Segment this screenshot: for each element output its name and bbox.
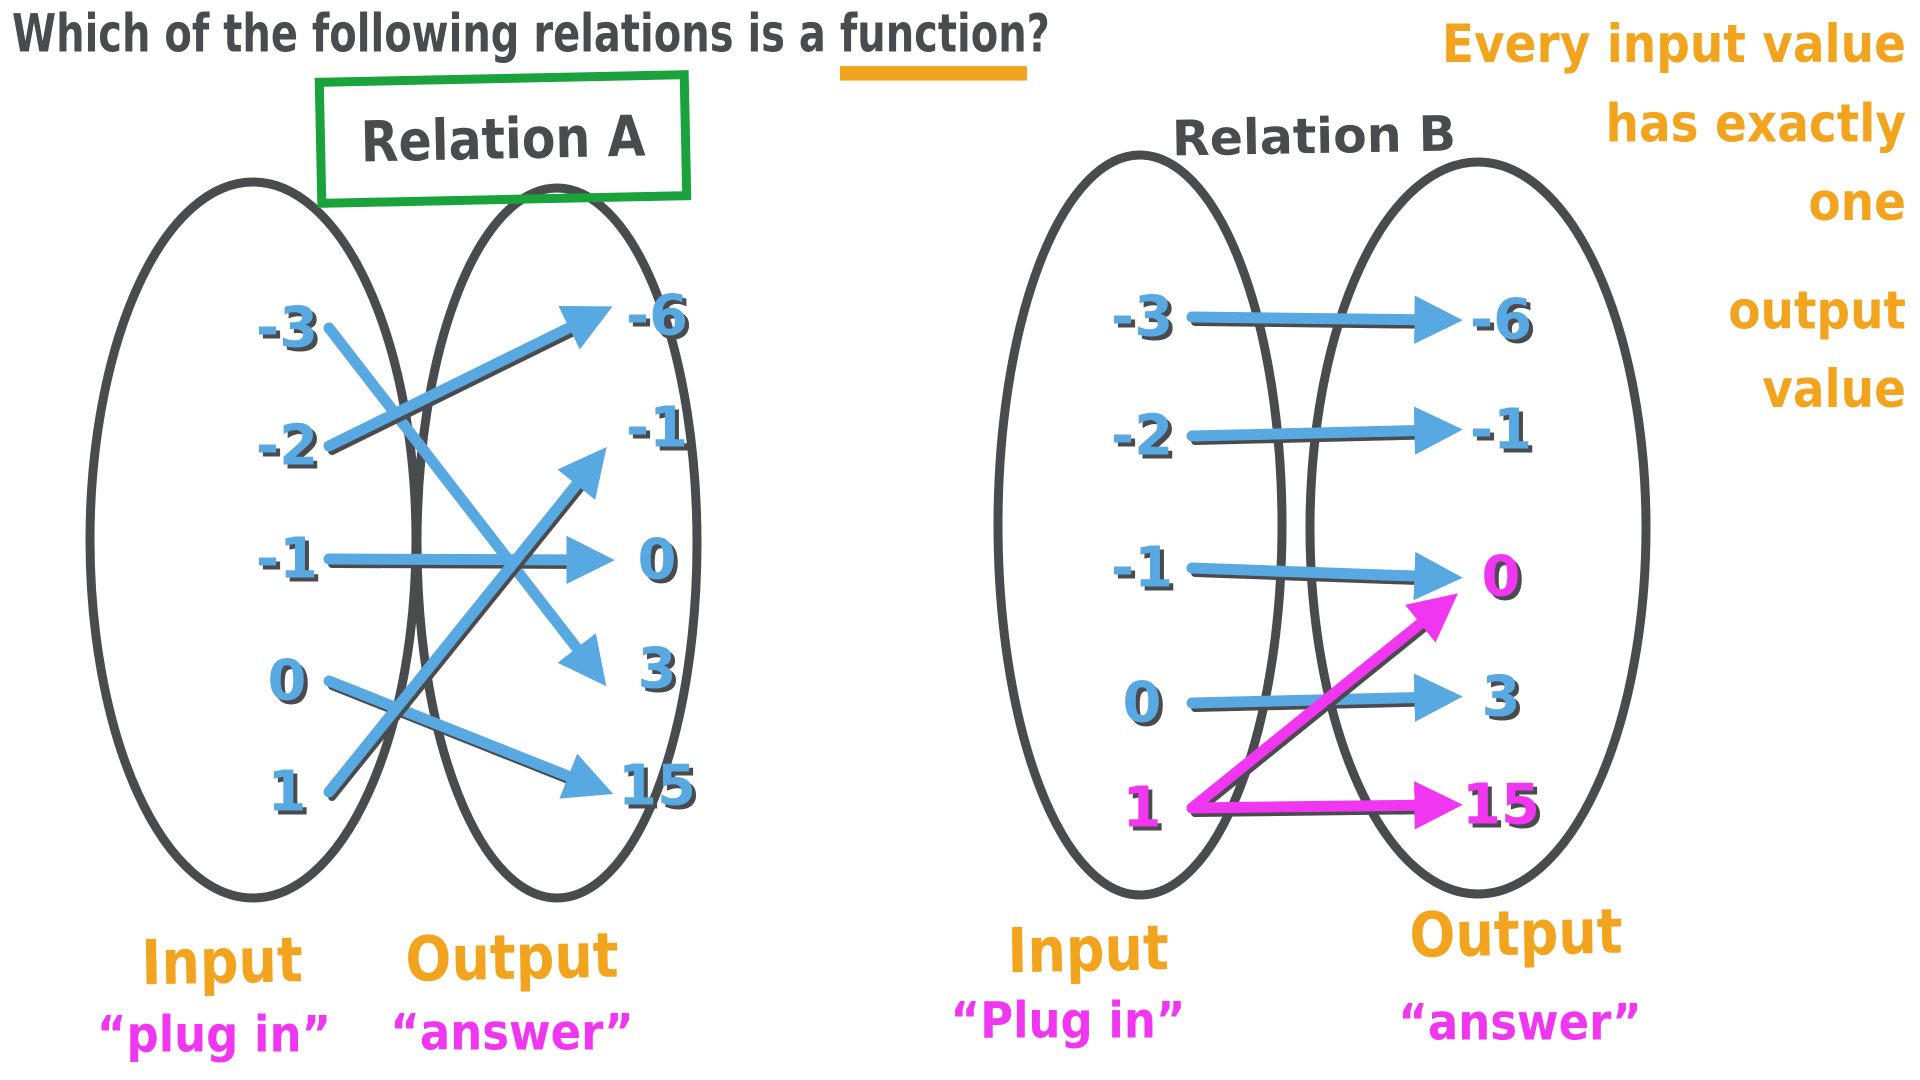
input-value-shadow: 1: [272, 764, 311, 829]
input-value-shadow: -3: [1115, 289, 1177, 354]
relation-b-input-note: “Plug in”: [950, 991, 1186, 1050]
mapping-arrow--2-to--1: [1186, 406, 1463, 455]
output-value: -6: [626, 284, 688, 349]
mapping-arrow--1-to-0: [323, 535, 615, 585]
relation-b-output-label: Output: [1408, 895, 1624, 972]
mapping-arrow-shadow: [1191, 608, 1448, 817]
input-value: -1: [1111, 536, 1173, 601]
input-value-shadow: -1: [1115, 540, 1177, 605]
output-value: 3: [1482, 665, 1521, 730]
mapping-arrow-1-to-15: [1186, 781, 1463, 830]
relation-b-output-note: “answer”: [1398, 993, 1642, 1052]
title-prefix: Which of the following relations is a: [12, 4, 840, 65]
input-value-shadow: 0: [272, 653, 311, 718]
input-value: -3: [256, 296, 318, 361]
input-value: -3: [1111, 285, 1173, 350]
relation-b-label: Relation B: [1171, 105, 1457, 168]
output-value-shadow: 3: [1486, 669, 1525, 734]
input-value-shadow: 1: [1127, 780, 1166, 845]
mapping-arrow-0-to-15: [323, 675, 614, 799]
note-line: output: [1728, 279, 1906, 342]
output-value: 0: [1482, 545, 1521, 610]
input-set-oval: [993, 150, 1287, 900]
output-set-oval: [1305, 157, 1651, 899]
input-value-shadow: 0: [1127, 675, 1166, 740]
mapping-arrow--3-to-3: [323, 322, 607, 687]
title-underlined-word: function: [839, 4, 1027, 81]
output-value: 3: [638, 637, 677, 702]
output-value: -1: [626, 396, 688, 461]
relation-a-input-label: Input: [140, 923, 304, 1000]
output-value: 15: [1462, 773, 1540, 838]
page-title: Which of the following relations is a fu…: [12, 4, 1050, 81]
relation-a-label: Relation A: [360, 103, 646, 175]
output-value-shadow: -1: [1474, 402, 1536, 467]
input-value: 0: [268, 649, 307, 714]
input-value: 0: [1123, 671, 1162, 736]
output-value: 0: [638, 528, 677, 593]
input-set-oval: [85, 177, 421, 903]
function-definition-note: Every input value has exactly one output…: [1442, 6, 1906, 430]
mapping-arrow-0-to-3: [1186, 673, 1463, 722]
mapping-arrow--2-to--6: [323, 306, 613, 452]
input-value: -2: [256, 414, 318, 479]
output-value: -6: [1470, 288, 1532, 353]
input-value: 1: [268, 760, 307, 825]
note-line: value: [1762, 358, 1906, 421]
relation-a-output-note: “answer”: [390, 1003, 634, 1062]
output-value-shadow: -1: [630, 400, 692, 465]
input-value-shadow: -3: [260, 300, 322, 365]
output-value-shadow: 15: [1466, 777, 1544, 842]
relation-b-input-label: Input: [1006, 911, 1170, 988]
input-value-shadow: -1: [260, 531, 322, 596]
output-value-shadow: -6: [630, 288, 692, 353]
note-line: has exactly: [1605, 92, 1907, 155]
relation-a-output-label: Output: [404, 919, 620, 996]
title-suffix: ?: [1026, 4, 1050, 65]
note-line: Every input value: [1441, 13, 1906, 76]
input-value: 1: [1123, 776, 1162, 841]
mapping-arrow-1-to--1: [323, 447, 607, 798]
output-value-shadow: 0: [642, 532, 681, 597]
input-value-shadow: -2: [1115, 408, 1177, 473]
mapping-arrow--3-to--6: [1186, 295, 1463, 344]
output-set-oval: [412, 183, 702, 903]
note-line: one: [1808, 171, 1906, 234]
mapping-arrow-shadow: [328, 317, 600, 455]
mapping-arrow--1-to-0: [1186, 551, 1463, 601]
mapping-arrow-1-to-0: [1186, 593, 1458, 814]
input-value-shadow: -2: [260, 418, 322, 483]
output-value-shadow: -6: [1474, 292, 1536, 357]
output-value-shadow: 0: [1486, 549, 1525, 614]
relation-a-input-note: “plug in”: [96, 1005, 332, 1064]
output-value-shadow: 3: [642, 641, 681, 706]
relation-a-answer-box: Relation A: [314, 70, 692, 208]
input-value: -1: [256, 527, 318, 592]
input-value: -2: [1111, 404, 1173, 469]
output-value: 15: [618, 754, 696, 819]
output-value: -1: [1470, 398, 1532, 463]
output-value-shadow: 15: [622, 758, 700, 823]
